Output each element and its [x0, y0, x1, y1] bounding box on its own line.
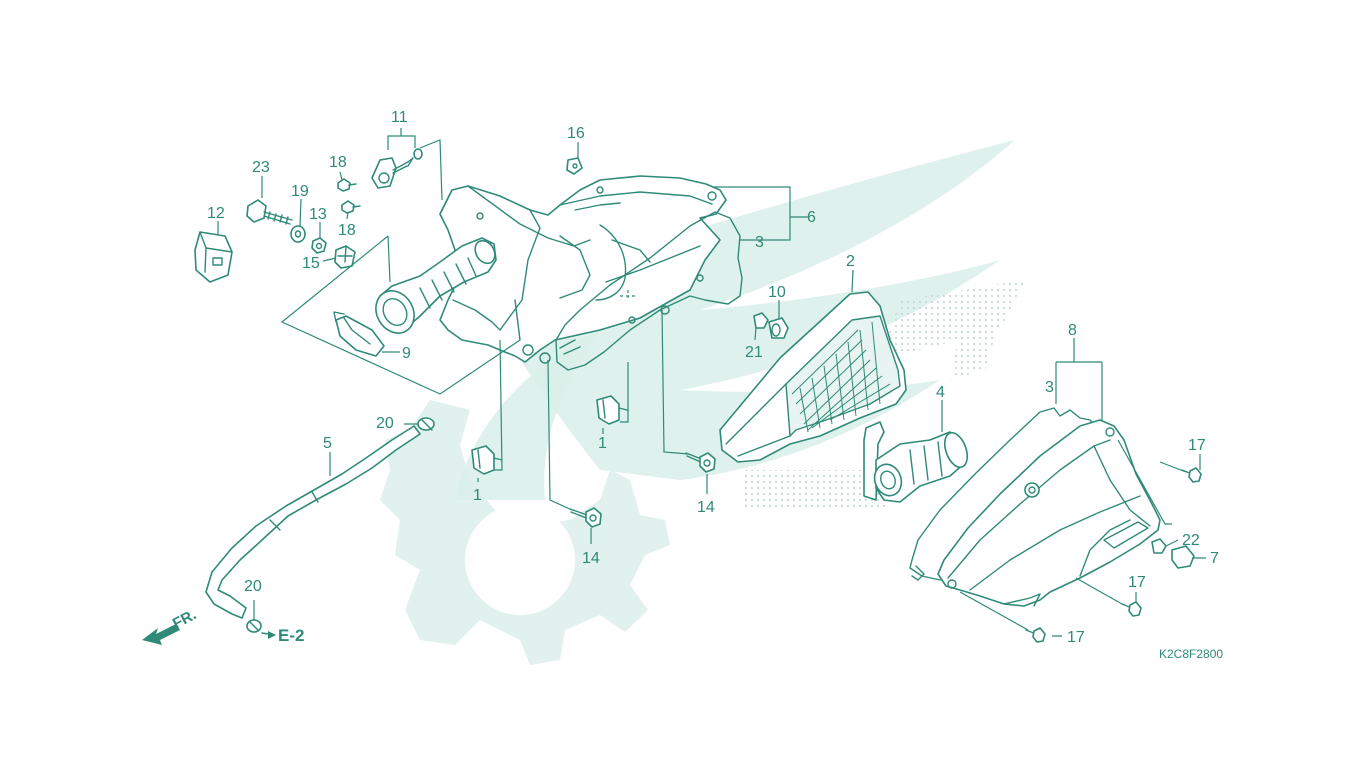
callout-6: 6 [807, 209, 816, 226]
part-10-plug [768, 317, 789, 339]
part-14-screw-right [685, 452, 716, 473]
callout-numbers: 11 23 19 18 18 13 12 15 16 6 3 2 10 21 9… [207, 109, 1219, 646]
callout-11: 11 [391, 109, 408, 126]
callout-8: 8 [1068, 322, 1077, 339]
callout-1-right: 1 [598, 435, 607, 452]
part-21-washer [753, 312, 769, 329]
callout-7: 7 [1210, 550, 1219, 567]
part-17-screw-bottom [1025, 627, 1046, 643]
callout-9: 9 [402, 345, 411, 362]
callout-15: 15 [302, 255, 320, 272]
reference-e2: E-2 [261, 626, 304, 645]
callout-4: 4 [936, 384, 945, 401]
callout-12: 12 [207, 205, 225, 222]
callout-23: 23 [252, 159, 270, 176]
part-17-screw-top [1181, 467, 1202, 483]
part-17-screw-mid [1121, 601, 1142, 617]
callout-19: 19 [291, 183, 309, 200]
callout-22: 22 [1182, 532, 1200, 549]
leader-lines [217, 128, 1206, 637]
callout-20-lower: 20 [244, 578, 262, 595]
part-13-nut [311, 237, 327, 254]
front-direction-arrow: FR. [142, 606, 199, 645]
callout-14-right: 14 [697, 499, 715, 516]
callout-17-top: 17 [1188, 437, 1206, 454]
part-4-tube [863, 421, 969, 503]
callout-1-left: 1 [473, 487, 482, 504]
reference-label: E-2 [278, 626, 304, 645]
part-11-sensor [371, 148, 423, 189]
part-16-clip-nut [566, 157, 583, 175]
part-20-clip-lower [246, 619, 262, 633]
part-8-cover [937, 419, 1161, 607]
part-9-intake-duct [333, 237, 497, 357]
part-3-seal-upper [555, 211, 743, 371]
part-6-case [439, 175, 727, 364]
callout-13: 13 [309, 206, 327, 223]
callout-10: 10 [768, 284, 786, 301]
callout-3-upper: 3 [755, 234, 764, 251]
callout-16: 16 [567, 125, 585, 142]
part-2-filter-element [719, 291, 907, 463]
callout-18-lower: 18 [338, 222, 356, 239]
part-1-grommet-b [596, 395, 628, 425]
callout-14-left: 14 [582, 550, 600, 567]
callout-5: 5 [323, 435, 332, 452]
part-12-cap [194, 231, 233, 283]
part-18-screw-upper [337, 178, 357, 192]
callout-3-lower: 3 [1045, 379, 1054, 396]
part-15-clip [334, 245, 356, 269]
callout-17-bottom: 17 [1067, 629, 1085, 646]
part-14-screw-left [569, 507, 602, 528]
part-23-bolt [246, 199, 293, 225]
callout-2: 2 [846, 253, 855, 270]
callout-21: 21 [745, 344, 763, 361]
part-19-washer [290, 225, 306, 243]
callout-17-mid: 17 [1128, 574, 1146, 591]
part-20-clip-upper [417, 417, 435, 431]
part-22-washer [1151, 538, 1167, 554]
diagram-code: K2C8F2800 [1159, 647, 1223, 661]
part-7-plug [1171, 545, 1195, 569]
part-5-drain-hose [205, 425, 421, 619]
part-18-screw-lower [341, 200, 361, 214]
callout-18-upper: 18 [329, 154, 347, 171]
callout-20-upper: 20 [376, 415, 394, 432]
